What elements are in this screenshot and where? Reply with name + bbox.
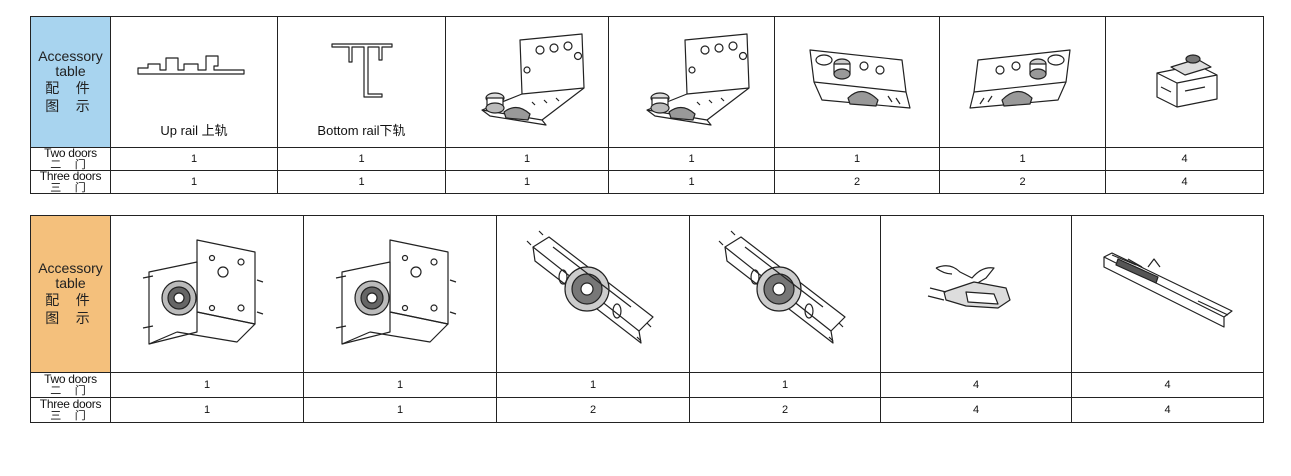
qty-cell: 2	[496, 397, 690, 423]
qty-cell: 1	[110, 170, 278, 194]
row-label-cn: 三 门	[50, 181, 91, 194]
accessory-table-1: Accessory table 配 件 图 示 Up rail 上轨 Botto…	[30, 16, 1264, 194]
row-label-three-doors: Three doors 三 门	[30, 397, 111, 423]
item-caption: Up rail 上轨	[160, 123, 228, 138]
row-label-cn: 二 门	[50, 158, 91, 171]
item-roller-plate-b	[689, 215, 881, 373]
row-label-three-doors: Three doors 三 门	[30, 170, 111, 194]
accessory-table-header: Accessory table 配 件 图 示	[30, 215, 111, 373]
qty-cell: 1	[689, 372, 881, 398]
row-label-en: Two doors	[44, 372, 97, 386]
qty-cell: 2	[689, 397, 881, 423]
qty-cell: 4	[1105, 170, 1264, 194]
qty-cell: 4	[1105, 147, 1264, 171]
qty-cell: 1	[303, 397, 497, 423]
item-guide-bracket-b	[939, 16, 1106, 148]
qty-cell: 1	[110, 372, 304, 398]
header-cn-1: 配 件	[45, 293, 96, 309]
qty-cell: 1	[608, 147, 775, 171]
row-label-two-doors: Two doors 二 门	[30, 372, 111, 398]
row-label-cn: 三 门	[50, 409, 91, 422]
item-clip	[880, 215, 1072, 373]
qty-cell: 1	[110, 147, 278, 171]
row-label-en: Three doors	[39, 170, 102, 183]
stopper-block-icon	[1145, 45, 1225, 115]
item-roller-bracket-b	[608, 16, 775, 148]
item-damper-rail	[1071, 215, 1264, 373]
qty-cell: 2	[774, 170, 940, 194]
item-up-rail: Up rail 上轨	[110, 16, 278, 148]
qty-cell: 4	[880, 372, 1072, 398]
bottom-rail-profile-icon	[330, 43, 393, 98]
header-en: Accessory table	[38, 260, 103, 291]
item-roller-plate-a	[496, 215, 690, 373]
row-label-two-doors: Two doors 二 门	[30, 147, 111, 171]
qty-cell: 1	[277, 170, 446, 194]
item-wheel-bracket-a	[110, 215, 304, 373]
item-roller-bracket-a	[445, 16, 609, 148]
qty-cell: 4	[1071, 397, 1264, 423]
header-cn-1: 配 件	[45, 81, 96, 97]
qty-cell: 1	[608, 170, 775, 194]
qty-cell: 1	[445, 170, 609, 194]
guide-bracket-icon	[792, 30, 922, 130]
row-label-en: Three doors	[39, 397, 102, 411]
qty-cell: 4	[880, 397, 1072, 423]
qty-cell: 1	[277, 147, 446, 171]
roller-plate-icon	[715, 227, 855, 357]
up-rail-profile-icon	[137, 55, 245, 75]
qty-cell: 2	[939, 170, 1106, 194]
qty-cell: 1	[110, 397, 304, 423]
roller-plate-icon	[523, 227, 663, 357]
clip-icon	[916, 252, 1036, 332]
accessory-table-header: Accessory table 配 件 图 示	[30, 16, 111, 148]
item-bottom-rail: Bottom rail下轨	[277, 16, 446, 148]
header-cn-2: 图 示	[45, 99, 96, 115]
wheel-bracket-icon	[330, 232, 470, 352]
roller-bracket-icon	[627, 30, 757, 130]
row-label-cn: 二 门	[50, 384, 91, 397]
damper-rail-icon	[1098, 247, 1238, 337]
header-en: Accessory table	[38, 48, 103, 79]
item-caption: Bottom rail下轨	[317, 123, 406, 138]
qty-cell: 4	[1071, 372, 1264, 398]
guide-bracket-icon	[958, 30, 1088, 130]
accessory-table-2: Accessory table 配 件 图 示 Two doors 二 门 1 …	[30, 215, 1264, 423]
item-wheel-bracket-b	[303, 215, 497, 373]
roller-bracket-icon	[462, 30, 592, 130]
row-label-en: Two doors	[44, 147, 97, 160]
qty-cell: 1	[496, 372, 690, 398]
item-guide-bracket-a	[774, 16, 940, 148]
header-cn-2: 图 示	[45, 311, 96, 327]
item-stopper-block	[1105, 16, 1264, 148]
qty-cell: 1	[445, 147, 609, 171]
qty-cell: 1	[939, 147, 1106, 171]
qty-cell: 1	[303, 372, 497, 398]
qty-cell: 1	[774, 147, 940, 171]
wheel-bracket-icon	[137, 232, 277, 352]
